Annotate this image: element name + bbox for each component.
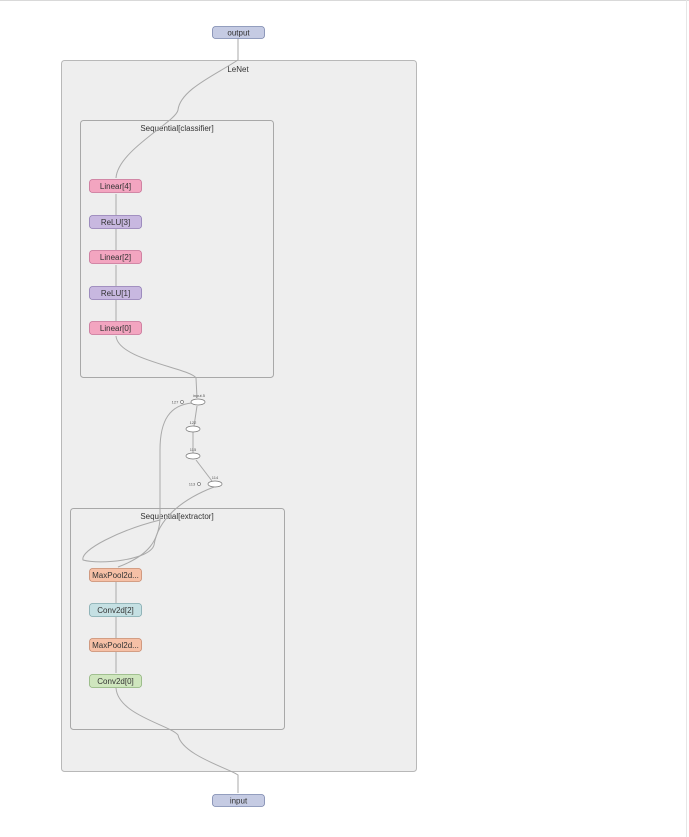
- node-output-box: [212, 26, 265, 39]
- node-linear-2-box: [89, 250, 142, 264]
- node-linear-0-box: [89, 321, 142, 335]
- edges: [82, 38, 239, 793]
- op-114[interactable]: 114: [207, 475, 223, 488]
- node-conv2d-0[interactable]: Conv2d[0]: [89, 674, 142, 688]
- node-conv2d-2-box: [89, 603, 142, 617]
- op-114-label: 114: [212, 475, 219, 480]
- node-input-box: [212, 794, 265, 807]
- op-114-shape: [207, 480, 223, 488]
- op-input-5-label: input.5: [193, 393, 206, 398]
- op-115[interactable]: 115: [185, 447, 201, 460]
- op-113-shape: [197, 482, 201, 486]
- op-122-shape: [185, 425, 201, 433]
- node-linear-0[interactable]: Linear[0]: [89, 321, 142, 335]
- node-relu-1[interactable]: ReLU[1]: [89, 286, 142, 300]
- node-relu-3-label: ReLU[3]: [101, 218, 130, 227]
- node-linear-4-label: Linear[4]: [100, 182, 131, 191]
- cluster-classifier-box: [80, 120, 274, 378]
- edge-114-extractor: [82, 486, 215, 563]
- node-maxpool-bottom-label: MaxPool2d...: [92, 641, 139, 650]
- node-relu-1-label: ReLU[1]: [101, 289, 130, 298]
- op-122[interactable]: 122: [185, 420, 201, 433]
- node-conv2d-0-box: [89, 674, 142, 688]
- node-linear-0-label: Linear[0]: [100, 324, 131, 333]
- op-113-label: 113: [189, 482, 196, 487]
- node-linear-2-label: Linear[2]: [100, 253, 131, 262]
- node-relu-3[interactable]: ReLU[3]: [89, 215, 142, 229]
- edge-input5-maxpool: [117, 402, 193, 568]
- node-input-label: input: [230, 796, 248, 805]
- op-127-shape: [180, 400, 184, 404]
- edge-conv0-input: [115, 687, 239, 793]
- op-122-label: 122: [190, 420, 197, 425]
- node-linear-4-box: [89, 179, 142, 193]
- node-output[interactable]: output: [212, 26, 265, 39]
- node-linear-2[interactable]: Linear[2]: [89, 250, 142, 264]
- edge-115-114: [195, 459, 213, 482]
- op-113[interactable]: 113: [189, 482, 201, 487]
- cluster-extractor-label: Sequential[extractor]: [140, 512, 213, 521]
- node-relu-3-box: [89, 215, 142, 229]
- node-linear-4[interactable]: Linear[4]: [89, 179, 142, 193]
- node-maxpool-top-box: [89, 568, 142, 582]
- node-maxpool-top[interactable]: MaxPool2d...: [89, 568, 142, 582]
- edge-lenet-to-linear4: [115, 59, 239, 179]
- right-scroll-edge: [686, 0, 687, 837]
- node-conv2d-0-label: Conv2d[0]: [97, 677, 133, 686]
- node-maxpool-bottom-box: [89, 638, 142, 652]
- node-relu-1-box: [89, 286, 142, 300]
- node-conv2d-2[interactable]: Conv2d[2]: [89, 603, 142, 617]
- op-115-shape: [185, 452, 201, 460]
- cluster-lenet-label: LeNet: [227, 65, 249, 74]
- edge-linear0-input5: [115, 335, 198, 399]
- op-115-label: 115: [190, 447, 197, 452]
- op-input-5-shape: [190, 398, 206, 406]
- edge-input5-122: [193, 405, 198, 427]
- cluster-classifier[interactable]: Sequential[classifier]: [80, 120, 274, 378]
- node-input[interactable]: input: [212, 794, 265, 807]
- op-127[interactable]: 127: [172, 400, 184, 405]
- op-127-label: 127: [172, 400, 179, 405]
- node-conv2d-2-label: Conv2d[2]: [97, 606, 133, 615]
- op-input-5[interactable]: input.5: [190, 393, 206, 406]
- cluster-classifier-label: Sequential[classifier]: [140, 124, 213, 133]
- node-maxpool-bottom[interactable]: MaxPool2d...: [89, 638, 142, 652]
- node-maxpool-top-label: MaxPool2d...: [92, 571, 139, 580]
- node-output-label: output: [227, 28, 250, 37]
- top-divider: [0, 0, 689, 1]
